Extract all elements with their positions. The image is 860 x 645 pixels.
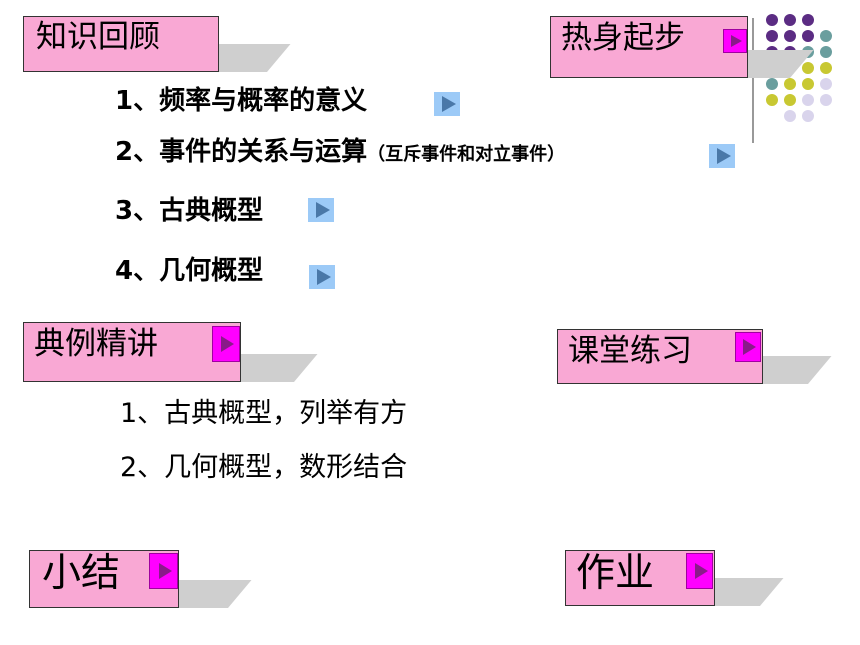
section-review-label: 知识回顾 <box>36 19 160 55</box>
review-item-3: 3、古典概型 <box>115 196 264 226</box>
section-homework-label: 作业 <box>576 551 655 596</box>
review-item-1: 1、频率与概率的意义 <box>115 86 368 116</box>
decorative-dot <box>802 110 814 122</box>
decorative-dot <box>802 14 814 26</box>
decorative-dot <box>820 46 832 58</box>
decorative-dot <box>766 30 778 42</box>
section-summary-box[interactable]: 小结 <box>29 550 179 608</box>
decorative-dot <box>766 94 778 106</box>
decorative-dot <box>784 110 796 122</box>
section-practice-label: 课堂练习 <box>568 333 692 369</box>
review-item-4-link[interactable] <box>309 265 335 289</box>
decorative-dot <box>802 62 814 74</box>
decorative-dot <box>766 78 778 90</box>
decorative-dot <box>820 30 832 42</box>
review-item-2-link[interactable] <box>709 144 735 168</box>
decorative-dot <box>820 78 832 90</box>
decorative-dot <box>820 94 832 106</box>
review-item-3-link[interactable] <box>308 198 334 222</box>
decorative-dot <box>802 94 814 106</box>
play-icon[interactable] <box>735 332 761 362</box>
decorative-dot <box>784 78 796 90</box>
review-item-1-link[interactable] <box>434 92 460 116</box>
section-examples-label: 典例精讲 <box>34 326 158 362</box>
play-icon[interactable] <box>686 553 713 589</box>
divider-line <box>752 18 754 143</box>
section-practice-box[interactable]: 课堂练习 <box>557 329 763 384</box>
section-warmup-label: 热身起步 <box>561 20 685 56</box>
decorative-dot <box>802 78 814 90</box>
decorative-dot <box>784 30 796 42</box>
example-item-1: 1、古典概型，列举有方 <box>120 398 408 429</box>
review-item-2: 2、事件的关系与运算（互斥事件和对立事件） <box>115 137 566 167</box>
decorative-dot <box>802 30 814 42</box>
section-homework-box[interactable]: 作业 <box>565 550 715 606</box>
section-review-box[interactable]: 知识回顾 <box>23 16 219 72</box>
decorative-dot <box>784 14 796 26</box>
play-icon[interactable] <box>723 29 747 53</box>
section-warmup-box[interactable]: 热身起步 <box>550 16 748 78</box>
decorative-dot <box>820 62 832 74</box>
decorative-dot <box>766 14 778 26</box>
review-item-4: 4、几何概型 <box>115 256 264 286</box>
play-icon[interactable] <box>149 553 178 589</box>
play-icon[interactable] <box>212 326 240 362</box>
section-examples-box[interactable]: 典例精讲 <box>23 322 241 382</box>
decorative-dot <box>784 94 796 106</box>
example-item-2: 2、几何概型，数形结合 <box>120 452 408 483</box>
section-summary-label: 小结 <box>42 551 121 596</box>
